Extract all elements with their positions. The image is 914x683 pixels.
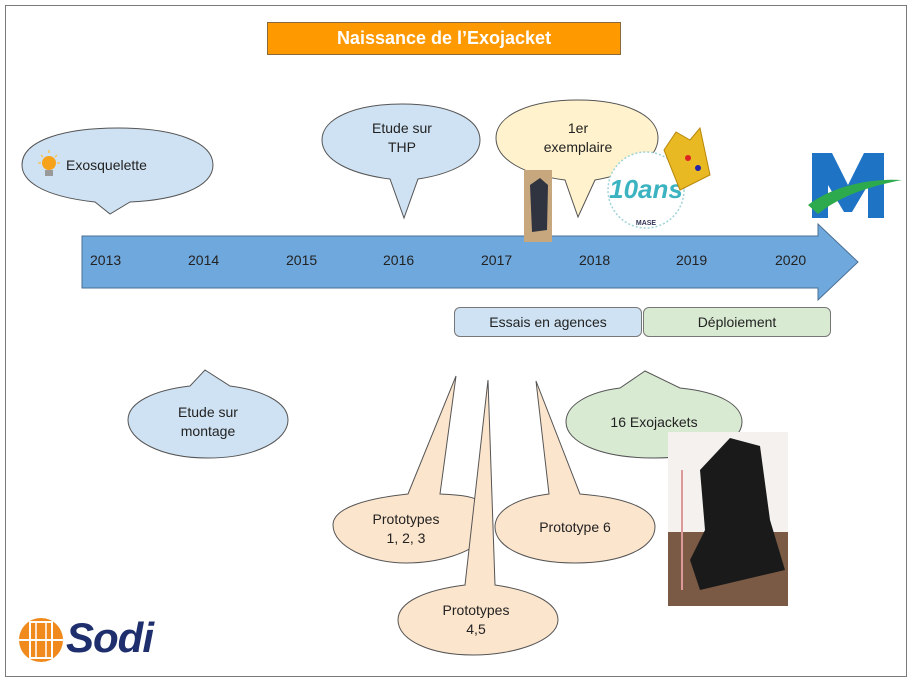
bubble-exosquelette-text: Exosquelette xyxy=(66,157,147,173)
phase-essais-en-agences: Essais en agences xyxy=(454,307,642,337)
bubble-prototypes-123-text: Prototypes 1, 2, 3 xyxy=(348,510,464,548)
bubble-prototypes-45 xyxy=(397,379,559,656)
sodi-logo-text: Sodi xyxy=(66,614,154,661)
bubble-exosquelette xyxy=(21,127,214,215)
line: montage xyxy=(180,423,236,439)
bubble-etude-montage xyxy=(127,369,289,459)
bubble-etude-thp xyxy=(321,103,481,220)
bubble-prototypes-45-text: Prototypes 4,5 xyxy=(418,601,534,639)
sodi-globe-icon xyxy=(19,618,63,662)
line: 1, 2, 3 xyxy=(386,530,426,546)
year-label: 2020 xyxy=(775,252,807,268)
crown-icon xyxy=(663,126,711,191)
svg-text:10ans: 10ans xyxy=(609,174,683,204)
mase-10ans-badge: 10ans MASE xyxy=(607,151,685,229)
page-title: Naissance de l’Exojacket xyxy=(267,22,621,55)
bubble-etude-thp-text: Etude sur THP xyxy=(342,119,462,157)
bubble-prototype-6 xyxy=(494,380,656,564)
exojacket-photo xyxy=(668,432,788,606)
bubble-premier-exemplaire-text: 1er exemplaire xyxy=(518,119,638,157)
timeline-arrow xyxy=(81,222,859,302)
line: THP xyxy=(388,139,416,155)
line: Etude sur xyxy=(372,120,432,136)
bubble-prototypes-123 xyxy=(332,375,481,564)
bubble-etude-montage-text: Etude sur montage xyxy=(148,403,268,441)
bubble-prototype-6-text: Prototype 6 xyxy=(539,519,611,535)
line: 4,5 xyxy=(466,621,486,637)
bubble-exojackets-text: 16 Exojackets xyxy=(610,414,698,430)
year-label: 2019 xyxy=(676,252,708,268)
line: Prototypes xyxy=(372,511,440,527)
m-awards-logo xyxy=(808,153,902,218)
year-label: 2017 xyxy=(481,252,513,268)
lightbulb-icon xyxy=(38,150,60,176)
year-label: 2014 xyxy=(188,252,220,268)
year-label: 2018 xyxy=(579,252,611,268)
line: 1er xyxy=(567,120,589,136)
first-exoskeleton-photo xyxy=(524,170,552,242)
year-label: 2015 xyxy=(286,252,318,268)
line: Etude sur xyxy=(178,404,238,420)
year-label: 2016 xyxy=(383,252,415,268)
year-label: 2013 xyxy=(90,252,122,268)
line: Prototypes xyxy=(442,602,510,618)
phase-deploiement: Déploiement xyxy=(643,307,831,337)
svg-text:MASE: MASE xyxy=(636,220,657,227)
line: exemplaire xyxy=(543,139,613,155)
